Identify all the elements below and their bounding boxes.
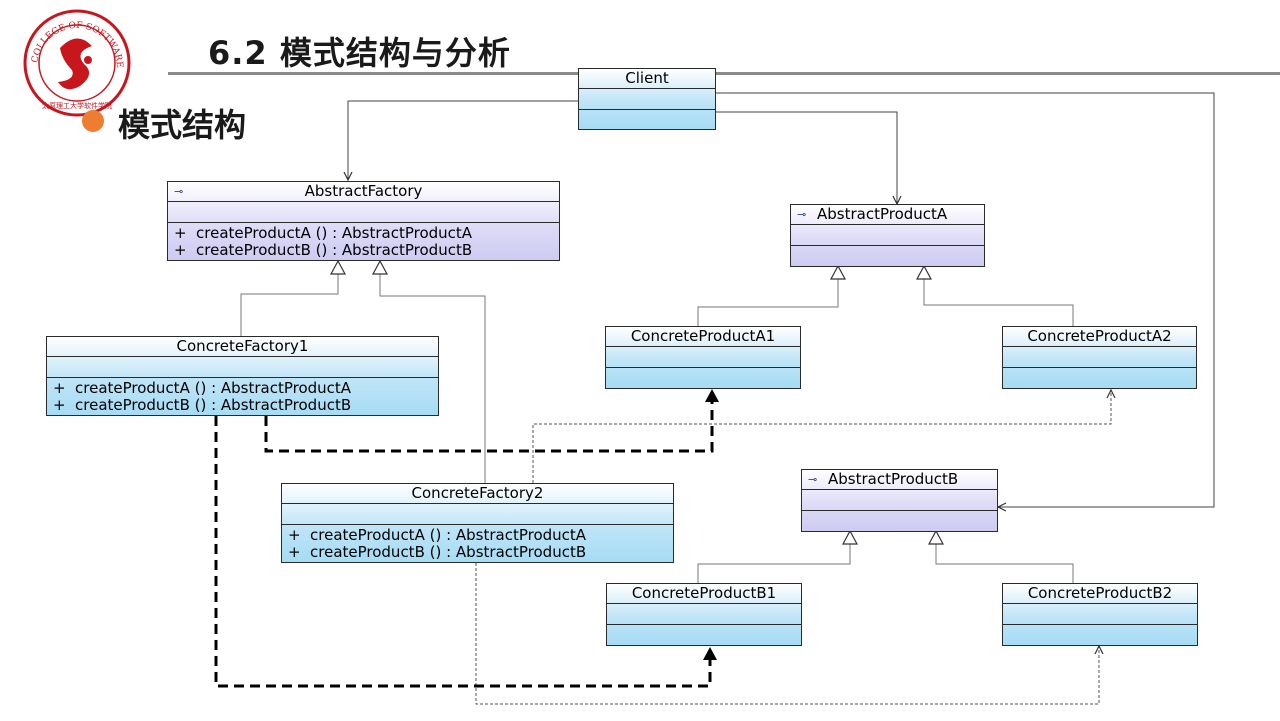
class-attributes [168, 202, 559, 223]
factory1-dependencies [214, 402, 714, 688]
operation: +createProductA () : AbstractProductA [174, 224, 473, 242]
class-operations [802, 511, 997, 513]
class-name: Client [579, 69, 715, 89]
class-concrete-product-a1[interactable]: ConcreteProductA1 [605, 326, 801, 389]
class-name-row: ⊸ AbstractFactory [168, 182, 559, 202]
logo-bottom-text: 太原理工大学软件学院 [42, 101, 112, 110]
class-attributes [606, 347, 800, 368]
interface-icon: ⊸ [174, 185, 184, 198]
class-name: ConcreteFactory1 [47, 337, 438, 357]
class-operations [1003, 625, 1197, 627]
class-operations [1003, 368, 1196, 370]
class-concrete-product-b1[interactable]: ConcreteProductB1 [606, 583, 802, 646]
operation: +createProductB () : AbstractProductB [288, 543, 587, 561]
class-name-row: ⊸ AbstractProductA [791, 205, 984, 225]
interface-icon: ⊸ [808, 473, 818, 486]
class-name: AbstractProductB [828, 470, 959, 488]
realization-lines [240, 274, 1074, 583]
class-abstract-product-b[interactable]: ⊸ AbstractProductB [801, 469, 998, 532]
class-concrete-product-b2[interactable]: ConcreteProductB2 [1002, 583, 1198, 646]
class-attributes [282, 504, 673, 525]
class-name: ConcreteFactory2 [282, 484, 673, 504]
title-divider [168, 72, 1280, 75]
bullet-dot [82, 110, 104, 132]
slide-title: 6.2 模式结构与分析 [208, 34, 511, 72]
class-name: ConcreteProductB2 [1003, 584, 1197, 604]
class-abstract-factory[interactable]: ⊸ AbstractFactory +createProductA () : A… [167, 181, 560, 261]
class-attributes [579, 89, 715, 110]
generalization-triangles [329, 259, 945, 545]
class-attributes [1003, 347, 1196, 368]
operation: +createProductB () : AbstractProductB [53, 396, 352, 414]
college-logo: COLLEGE OF SOFTWARE 太原理工大学软件学院 [23, 9, 131, 117]
class-concrete-product-a2[interactable]: ConcreteProductA2 [1002, 326, 1197, 389]
interface-icon: ⊸ [797, 208, 807, 221]
class-operations: +createProductA () : AbstractProductA +c… [282, 525, 673, 561]
class-concrete-factory1[interactable]: ConcreteFactory1 +createProductA () : Ab… [46, 336, 439, 416]
operation: +createProductA () : AbstractProductA [288, 526, 587, 544]
bullet-heading: 模式结构 [118, 106, 247, 144]
class-operations [607, 625, 801, 627]
class-operations: +createProductA () : AbstractProductA +c… [168, 223, 559, 259]
class-operations [579, 110, 715, 112]
class-name: ConcreteProductA2 [1003, 327, 1196, 347]
class-operations [791, 246, 984, 248]
class-name: AbstractFactory [304, 182, 423, 200]
client-associations [348, 92, 1215, 507]
class-client[interactable]: Client [578, 68, 716, 130]
class-name: ConcreteProductA1 [606, 327, 800, 347]
operation: +createProductA () : AbstractProductA [53, 379, 352, 397]
factory2-dependencies [475, 390, 1111, 705]
class-attributes [1003, 604, 1197, 625]
class-name: AbstractProductA [817, 205, 948, 223]
class-abstract-product-a[interactable]: ⊸ AbstractProductA [790, 204, 985, 267]
class-attributes [791, 225, 984, 246]
factory1-arrowheads [703, 389, 719, 660]
class-attributes [607, 604, 801, 625]
class-name-row: ⊸ AbstractProductB [802, 470, 997, 490]
operation: +createProductB () : AbstractProductB [174, 241, 473, 259]
class-operations: +createProductA () : AbstractProductA +c… [47, 378, 438, 414]
class-name: ConcreteProductB1 [607, 584, 801, 604]
class-concrete-factory2[interactable]: ConcreteFactory2 +createProductA () : Ab… [281, 483, 674, 563]
class-attributes [47, 357, 438, 378]
class-attributes [802, 490, 997, 511]
class-operations [606, 368, 800, 370]
